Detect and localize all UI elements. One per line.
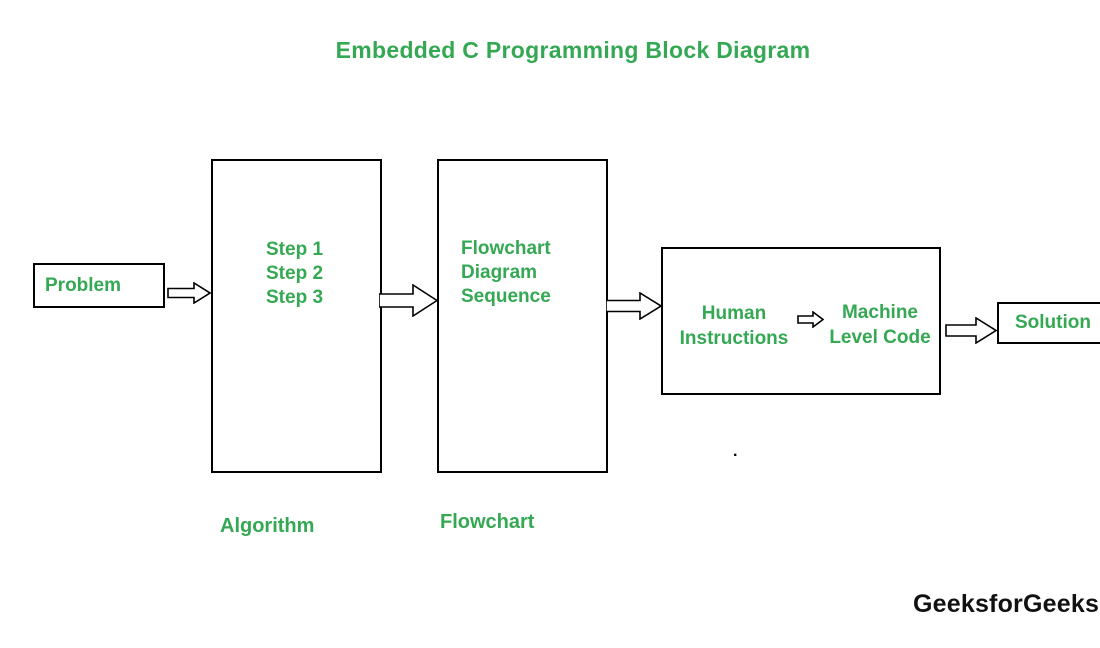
flowchart-line-3: Sequence — [461, 286, 551, 307]
right-arrow-icon — [167, 282, 211, 304]
solution-label: Solution — [1015, 312, 1091, 333]
solution-box: Solution — [997, 302, 1100, 344]
flowchart-caption: Flowchart — [440, 511, 535, 533]
stray-dot: . — [733, 443, 738, 460]
flowchart-line-1: Flowchart — [461, 238, 551, 259]
geeksforgeeks-watermark: GeeksforGeeks — [913, 590, 1100, 618]
right-arrow-icon — [379, 284, 438, 317]
algorithm-box — [211, 159, 382, 473]
flowchart-lines: Flowchart Diagram Sequence — [461, 237, 551, 309]
right-arrow-icon — [606, 292, 662, 320]
problem-label: Problem — [45, 274, 122, 296]
diagram-title: Embedded C Programming Block Diagram — [335, 37, 811, 63]
flowchart-line-2: Diagram — [461, 262, 538, 283]
right-arrow-icon — [945, 317, 997, 344]
step-line-3: Step 3 — [266, 287, 324, 308]
flowchart-box — [437, 159, 608, 473]
step-line-1: Step 1 — [266, 239, 324, 260]
algorithm-steps: Step 1 Step 2 Step 3 — [266, 238, 323, 310]
problem-box: Problem — [33, 263, 165, 308]
right-arrow-icon — [797, 311, 824, 328]
algorithm-caption: Algorithm — [220, 515, 315, 537]
machine-level-code-label: Machine Level Code — [829, 302, 931, 348]
step-line-2: Step 2 — [266, 263, 324, 284]
human-instructions-label: Human Instructions — [679, 303, 789, 349]
